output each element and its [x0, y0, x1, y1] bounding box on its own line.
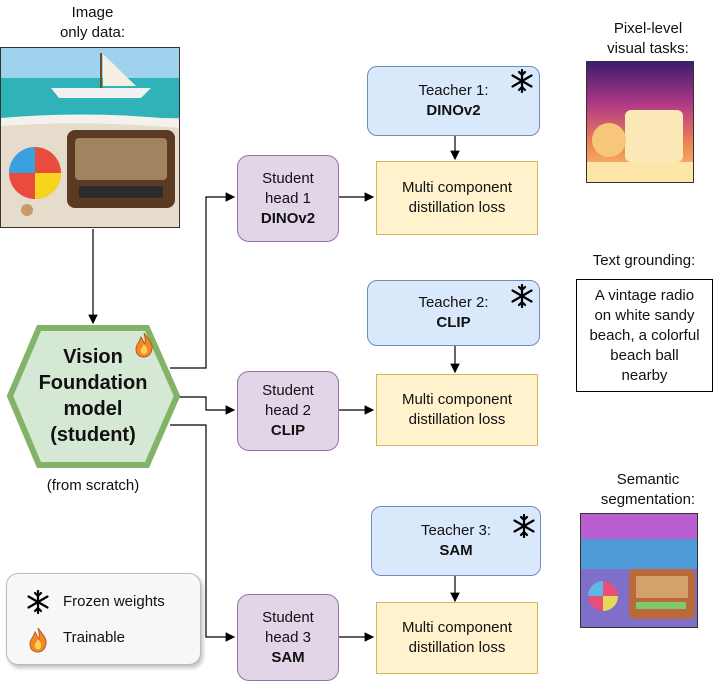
- legend: Frozen weights Trainable: [6, 573, 201, 665]
- snowflake-icon: [509, 283, 535, 309]
- snowflake-icon: [511, 513, 537, 539]
- pixel-tasks-label: Pixel-level visual tasks:: [607, 20, 689, 57]
- snowflake-icon: [509, 68, 535, 94]
- input-label: Image only data:: [59, 4, 126, 41]
- snowflake-icon: [25, 589, 51, 615]
- loss-3-box: Multi component distillation loss: [376, 602, 538, 674]
- text-grounding-label: Text grounding:: [592, 252, 696, 269]
- student-head-1-box: Student head 1 DINOv2: [237, 155, 339, 242]
- student-head-3-label: Student head 3: [262, 608, 314, 646]
- depth-map-image: [586, 61, 694, 183]
- student-head-3-box: Student head 3 SAM: [237, 594, 339, 681]
- teacher-2-label: Teacher 2:: [418, 294, 489, 311]
- teacher-2-name: CLIP: [436, 314, 471, 331]
- segmentation-label: Semantic segmentation:: [600, 471, 696, 508]
- teacher-3-name: SAM: [439, 542, 473, 559]
- flame-icon: [133, 332, 155, 358]
- model-subtitle: (from scratch): [46, 477, 140, 494]
- teacher-1-box: Teacher 1: DINOv2: [367, 66, 540, 136]
- loss-2-box: Multi component distillation loss: [376, 374, 538, 446]
- student-head-2-label: Student head 2: [262, 382, 314, 419]
- text-grounding-caption: A vintage radio on white sandy beach, a …: [576, 279, 713, 392]
- student-head-1-name: DINOv2: [260, 209, 316, 227]
- legend-trainable-label: Trainable: [63, 629, 125, 646]
- teacher-1-name: DINOv2: [426, 102, 481, 119]
- model-title: Vision Foundation model (student): [38, 346, 148, 446]
- flame-icon: [27, 627, 49, 653]
- arrow-model-to-head3: [170, 424, 236, 642]
- arrow-model-to-head1: [170, 192, 236, 369]
- student-head-2-name: CLIP: [270, 422, 306, 439]
- student-head-1-label: Student head 1: [262, 169, 314, 207]
- legend-frozen-label: Frozen weights: [63, 593, 165, 610]
- teacher-1-label: Teacher 1:: [418, 82, 489, 99]
- teacher-3-box: Teacher 3: SAM: [371, 506, 541, 576]
- segmentation-image: [580, 513, 698, 628]
- loss-1-box: Multi component distillation loss: [376, 161, 538, 235]
- teacher-3-label: Teacher 3:: [420, 522, 492, 539]
- student-head-3-name: SAM: [271, 648, 305, 666]
- input-image: [0, 47, 180, 228]
- arrow-model-to-head2: [172, 396, 236, 415]
- teacher-2-box: Teacher 2: CLIP: [367, 280, 540, 346]
- student-head-2-box: Student head 2 CLIP: [237, 371, 339, 451]
